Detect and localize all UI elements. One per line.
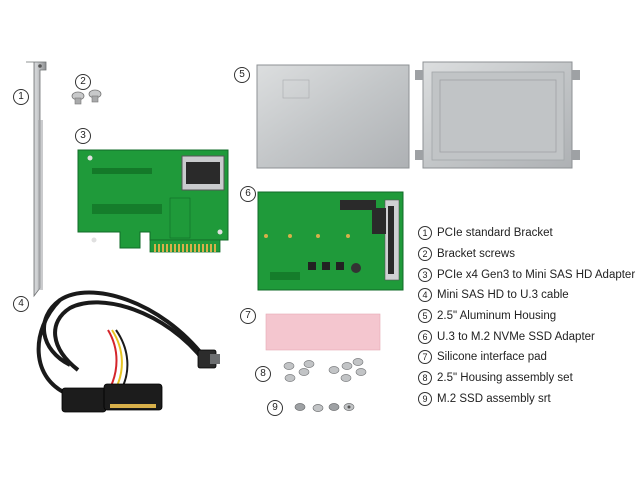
legend-item: 6 U.3 to M.2 NVMe SSD Adapter: [418, 326, 635, 347]
legend-item: 7 Silicone interface pad: [418, 347, 635, 368]
legend-label: 2.5" Aluminum Housing: [437, 310, 557, 323]
legend-item: 3 PCIe x4 Gen3 to Mini SAS HD Adapter: [418, 264, 635, 285]
legend-number: 3: [418, 267, 432, 282]
legend-label: M.2 SSD assembly srt: [437, 392, 551, 405]
aluminum-housing: [256, 61, 580, 169]
legend-number: 9: [418, 391, 432, 406]
callout-9: 9: [267, 400, 283, 416]
legend-label: Mini SAS HD to U.3 cable: [437, 289, 569, 302]
legend-number: 6: [418, 329, 432, 344]
legend-label: PCIe standard Bracket: [437, 227, 553, 240]
legend-number: 2: [418, 247, 432, 262]
legend-item: 1 PCIe standard Bracket: [418, 223, 635, 244]
legend-number: 4: [418, 288, 432, 303]
legend-number: 8: [418, 371, 432, 386]
legend-label: Bracket screws: [437, 248, 515, 261]
legend-number: 1: [418, 226, 432, 241]
callout-7: 7: [240, 308, 256, 324]
pcie-adapter-board: [77, 149, 229, 253]
legend-label: 2.5" Housing assembly set: [437, 372, 573, 385]
legend-item: 2 Bracket screws: [418, 244, 635, 265]
callout-8: 8: [255, 366, 271, 382]
sas-u3-cable: [36, 290, 220, 413]
callout-3: 3: [75, 128, 91, 144]
u3-m2-adapter-board: [257, 191, 404, 291]
pcie-bracket: [26, 61, 47, 298]
legend-label: PCIe x4 Gen3 to Mini SAS HD Adapter: [437, 268, 636, 281]
legend-number: 5: [418, 309, 432, 324]
legend-label: Silicone interface pad: [437, 351, 547, 364]
legend-item: 5 2.5" Aluminum Housing: [418, 306, 635, 327]
m2-screws: [294, 403, 355, 412]
legend-item: 4 Mini SAS HD to U.3 cable: [418, 285, 635, 306]
legend-item: 9 M.2 SSD assembly srt: [418, 389, 635, 410]
housing-screws: [283, 358, 367, 382]
callout-5: 5: [234, 67, 250, 83]
legend-item: 8 2.5" Housing assembly set: [418, 368, 635, 389]
silicone-pad: [265, 313, 381, 351]
callout-6: 6: [240, 186, 256, 202]
legend-number: 7: [418, 350, 432, 365]
callout-4: 4: [13, 296, 29, 312]
legend-label: U.3 to M.2 NVMe SSD Adapter: [437, 330, 595, 343]
callout-1: 1: [13, 89, 29, 105]
bracket-screws: [71, 89, 102, 105]
components-legend: 1 PCIe standard Bracket 2 Bracket screws…: [418, 223, 635, 409]
callout-2: 2: [75, 74, 91, 90]
